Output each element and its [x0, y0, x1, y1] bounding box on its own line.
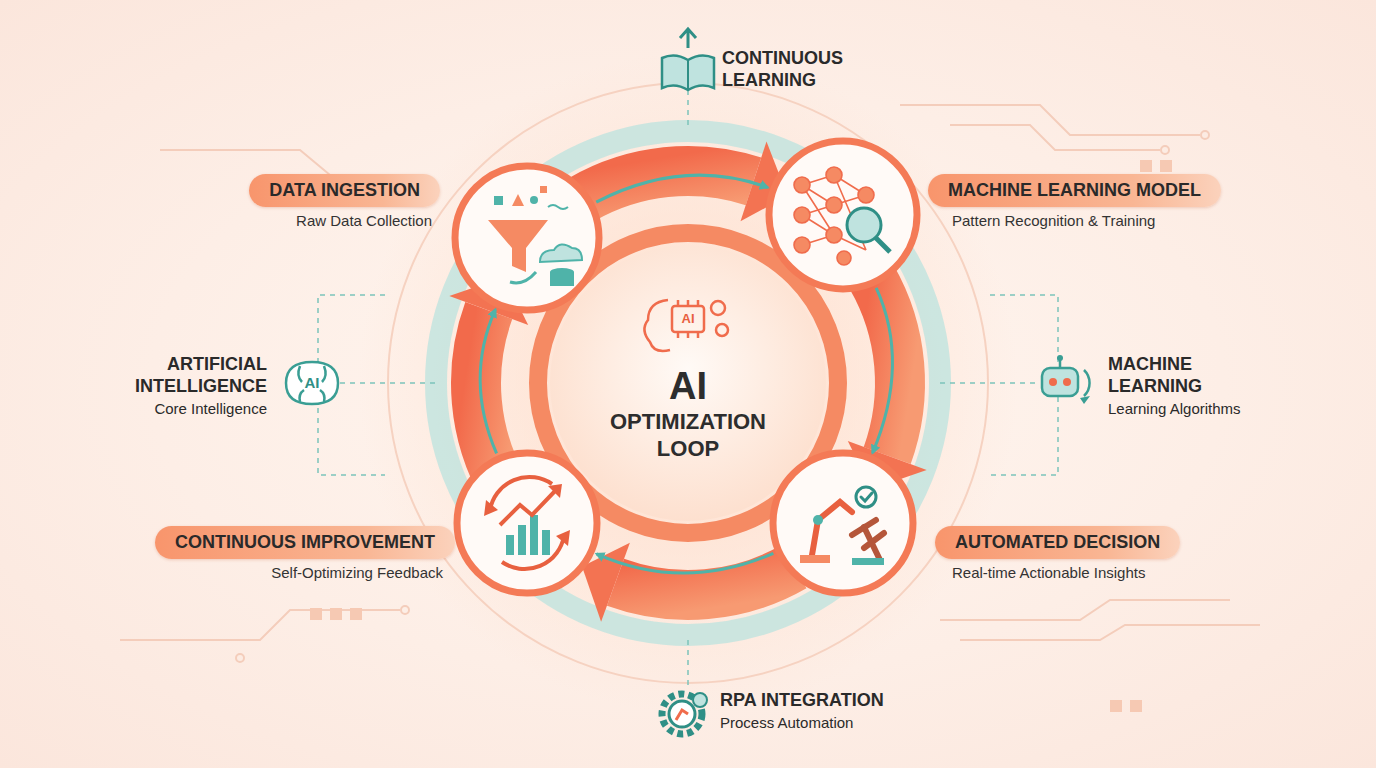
stage-subtitle: Self-Optimizing Feedback: [271, 564, 443, 581]
robot-arm-icon: [800, 487, 884, 565]
circuit-lines: [120, 105, 1260, 662]
side-heading: CONTINUOUS LEARNING: [722, 48, 882, 91]
icon-text: AI: [292, 374, 332, 392]
center-title: AI OPTIMIZATION LOOP: [598, 364, 778, 462]
stage-heading: AUTOMATED DECISION: [935, 526, 1180, 559]
stage-subtitle: Real-time Actionable Insights: [952, 564, 1145, 581]
stage-circle: AUTOMATED DECISIONReal-time Actionable I…: [773, 453, 913, 593]
stage-heading: CONTINUOUS IMPROVEMENT: [155, 526, 455, 559]
side-subtitle: Core Intelligence: [107, 400, 267, 418]
side-heading: MACHINE LEARNING: [1108, 354, 1268, 397]
icon-text: AI: [668, 311, 708, 327]
stage-subtitle: Raw Data Collection: [296, 212, 432, 229]
stage-heading: MACHINE LEARNING MODEL: [928, 174, 1221, 207]
robot-icon: [1042, 355, 1090, 404]
stage-circle: DATA INGESTIONRaw Data Collection: [455, 166, 599, 310]
network-icon: [794, 167, 890, 265]
center-circle: AI OPTIMIZATION LOOP: [553, 248, 823, 518]
side-subtitle: Process Automation: [720, 714, 920, 732]
center-ai-icon: [644, 300, 728, 351]
stage-circle: MACHINE LEARNING MODELPattern Recognitio…: [769, 141, 917, 289]
teal-ring: [436, 131, 940, 635]
loop-arrowheads: [449, 141, 926, 621]
rpa-gear-icon: [662, 693, 707, 734]
improvement-icon: [484, 477, 570, 569]
ai-brain-icon: [286, 362, 338, 404]
flow-connector: [480, 309, 496, 453]
stage-subtitle: Pattern Recognition & Training: [952, 212, 1155, 229]
glow: [358, 53, 1018, 713]
book-icon: [662, 29, 714, 90]
flow-connector: [596, 553, 773, 573]
side-subtitle: Learning Algorithms: [1108, 400, 1288, 418]
flow-connector: [596, 175, 768, 202]
stage-circles: [455, 141, 917, 593]
funnel-icon: [488, 186, 582, 286]
side-heading: ARTIFICIAL INTELLIGENCE: [107, 354, 267, 397]
side-heading: RPA INTEGRATION: [720, 690, 960, 712]
flow-connector: [873, 288, 893, 453]
stage-circle: CONTINUOUS IMPROVEMENTSelf-Optimizing Fe…: [457, 453, 597, 593]
stage-heading: DATA INGESTION: [249, 174, 440, 207]
outer-thin-ring: [388, 83, 988, 683]
